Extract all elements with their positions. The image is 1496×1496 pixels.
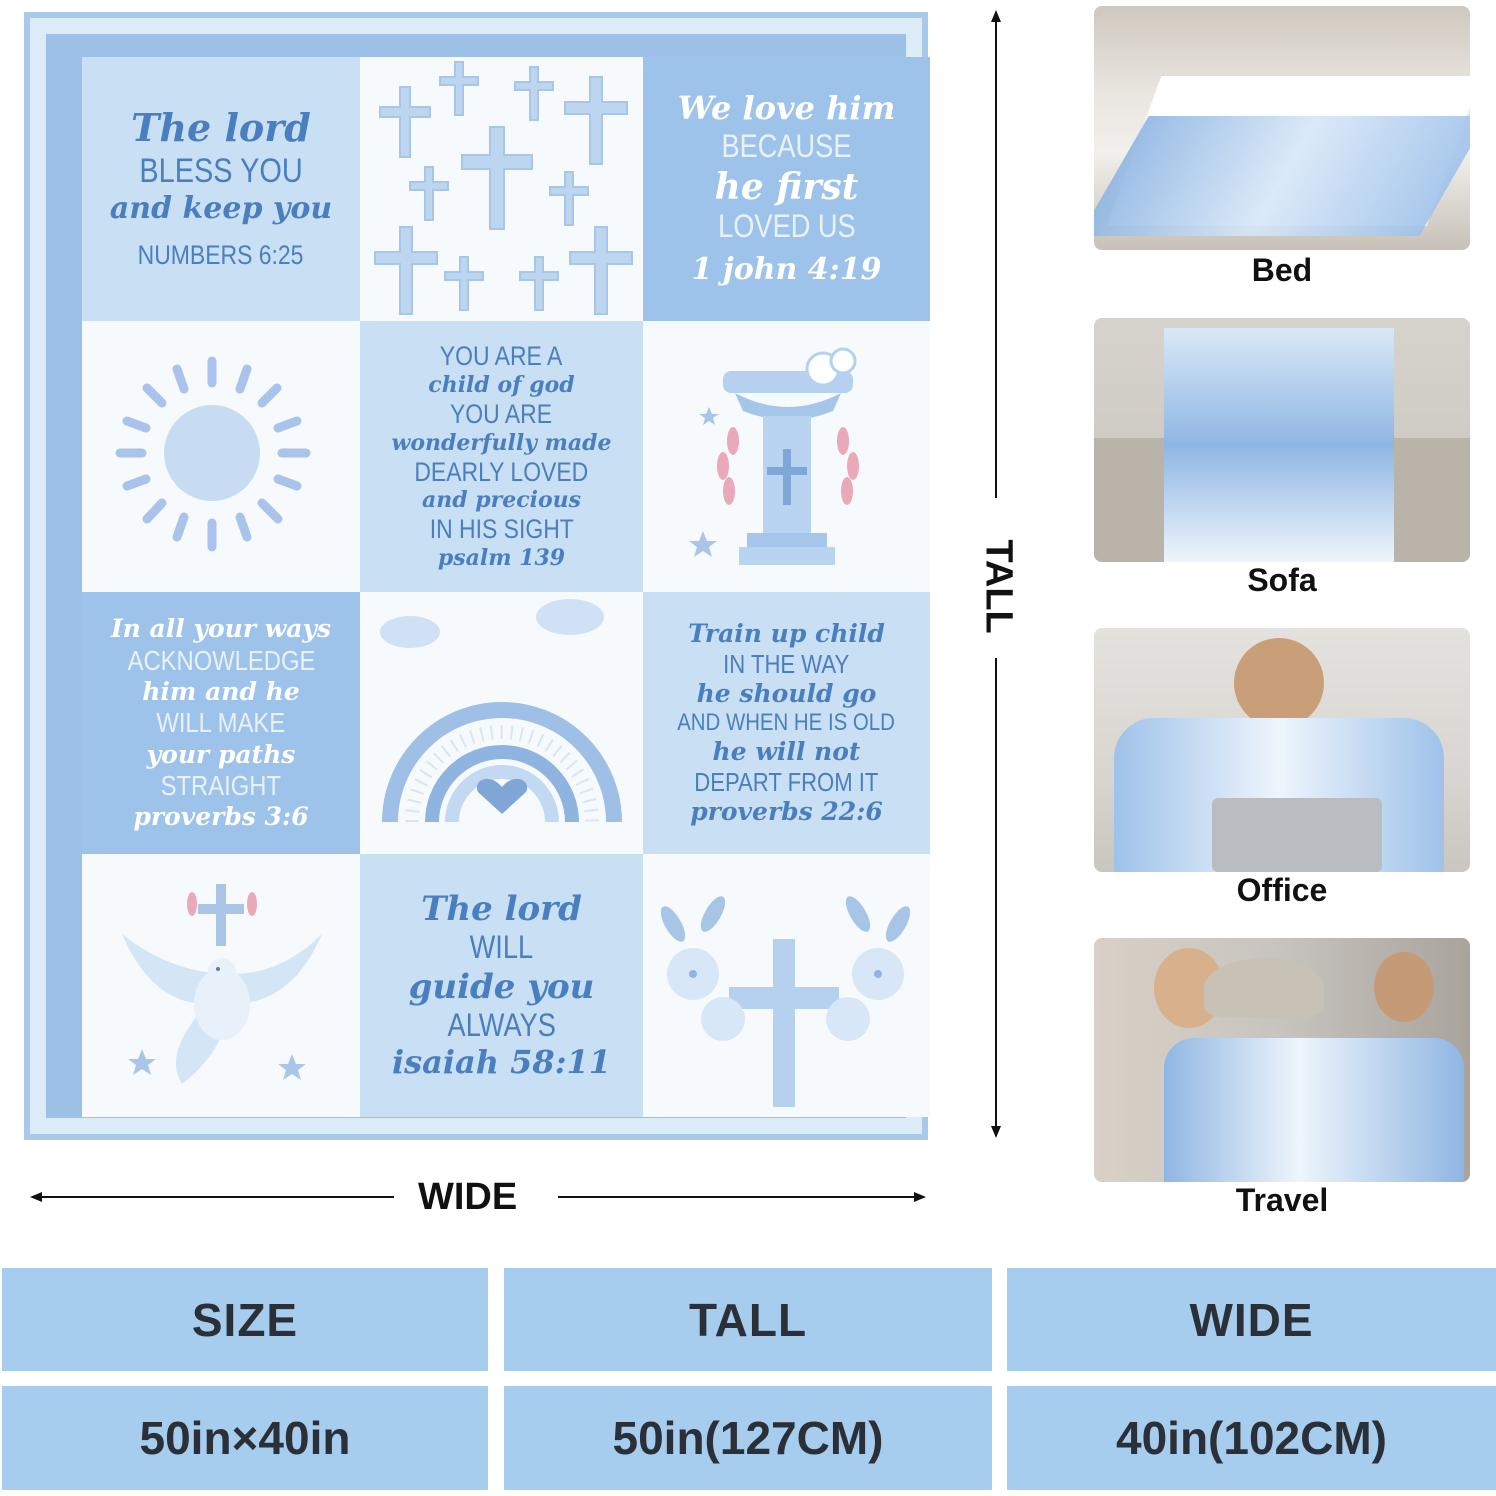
verse-line: WILL	[469, 928, 534, 965]
verse-line: YOU ARE	[450, 398, 553, 429]
wide-header: WIDE	[1007, 1268, 1496, 1371]
travel-photo	[1094, 938, 1470, 1182]
verse-line: child of god	[428, 371, 575, 398]
bed-photo	[1094, 6, 1470, 250]
verse-line: We love him	[677, 89, 896, 128]
verse-line: he should go	[696, 679, 877, 709]
verse-line: guide you	[408, 966, 595, 1007]
tall-label: TALL	[977, 539, 1020, 634]
tall-header: TALL	[504, 1268, 992, 1371]
size-header: SIZE	[2, 1268, 488, 1371]
tile-verse-john: We love him BECAUSE he first LOVED US 1 …	[643, 57, 930, 321]
tall-arrow	[991, 10, 1001, 1138]
scene-label-bed: Bed	[1251, 252, 1313, 288]
tile-font	[643, 321, 930, 592]
verse-line: 1 john 4:19	[691, 252, 882, 288]
verse-line: BECAUSE	[721, 128, 852, 165]
office-photo	[1094, 628, 1470, 872]
cross-flowers-icon	[660, 896, 911, 1107]
scene-label-sofa: Sofa	[1247, 562, 1317, 598]
tile-verse-proverbs-3: In all your ways ACKNOWLEDGE him and he …	[82, 592, 360, 854]
wide-value: 40in(102CM)	[1007, 1386, 1496, 1490]
verse-line: and keep you	[109, 190, 333, 226]
blanket-grid: The lord BLESS YOU and keep you NUMBERS …	[82, 57, 930, 1117]
verse-line: ALWAYS	[447, 1006, 556, 1043]
verse-line: proverbs 22:6	[690, 797, 883, 827]
verse-line: DEPART FROM IT	[694, 766, 879, 797]
dove-icon	[122, 884, 322, 1084]
baptism-font-icon	[689, 347, 859, 565]
tile-verse-numbers: The lord BLESS YOU and keep you NUMBERS …	[82, 57, 360, 321]
scene-label-office: Office	[1236, 872, 1328, 908]
verse-line: In all your ways	[110, 614, 332, 644]
size-value: 50in×40in	[2, 1386, 488, 1490]
verse-line: IN THE WAY	[723, 648, 850, 679]
verse-line: he first	[714, 165, 859, 208]
verse-line: and precious	[421, 487, 582, 514]
crosses-pattern-icon	[374, 61, 633, 315]
scene-label-travel: Travel	[1235, 1182, 1329, 1218]
sofa-photo	[1094, 318, 1470, 562]
verse-line: BLESS YOU	[139, 151, 303, 190]
verse-line: AND WHEN HE IS OLD	[677, 708, 896, 736]
tile-verse-isaiah: The lord WILL guide you ALWAYS isaiah 58…	[360, 854, 643, 1117]
verse-line: isaiah 58:11	[391, 1043, 612, 1082]
verse-line: The lord	[421, 888, 582, 929]
verse-line: your paths	[146, 739, 296, 769]
tile-verse-proverbs-22: Train up child IN THE WAY he should go A…	[643, 592, 930, 854]
tile-verse-psalm: YOU ARE A child of god YOU ARE wonderful…	[360, 321, 643, 592]
verse-line: DEARLY LOVED	[414, 456, 589, 487]
verse-line: WILL MAKE	[156, 707, 286, 739]
tile-dove	[82, 854, 360, 1117]
verse-line: ACKNOWLEDGE	[127, 644, 315, 676]
verse-line: The lord	[131, 104, 311, 150]
verse-line: he will not	[712, 737, 861, 767]
rainbow-icon	[380, 599, 622, 823]
tile-rainbow	[360, 592, 643, 854]
verse-line: STRAIGHT	[160, 770, 282, 802]
wide-arrow	[30, 1192, 926, 1202]
wide-label: WIDE	[418, 1176, 518, 1218]
verse-line: Train up child	[688, 619, 885, 649]
verse-line: LOVED US	[717, 208, 856, 245]
verse-line: proverbs 3:6	[133, 802, 309, 832]
verse-line: NUMBERS 6:25	[138, 240, 304, 271]
tile-sun	[82, 321, 360, 592]
verse-line: YOU ARE A	[440, 340, 563, 371]
verse-line: him and he	[142, 676, 300, 706]
tile-crosses	[360, 57, 643, 321]
tile-cross-flowers	[643, 854, 930, 1117]
blanket-image: The lord BLESS YOU and keep you NUMBERS …	[24, 12, 930, 1140]
sun-icon	[115, 356, 311, 552]
tall-value: 50in(127CM)	[504, 1386, 992, 1490]
verse-line: wonderfully made	[391, 429, 612, 456]
verse-line: IN HIS SIGHT	[429, 514, 574, 545]
verse-line: psalm 139	[437, 545, 566, 572]
